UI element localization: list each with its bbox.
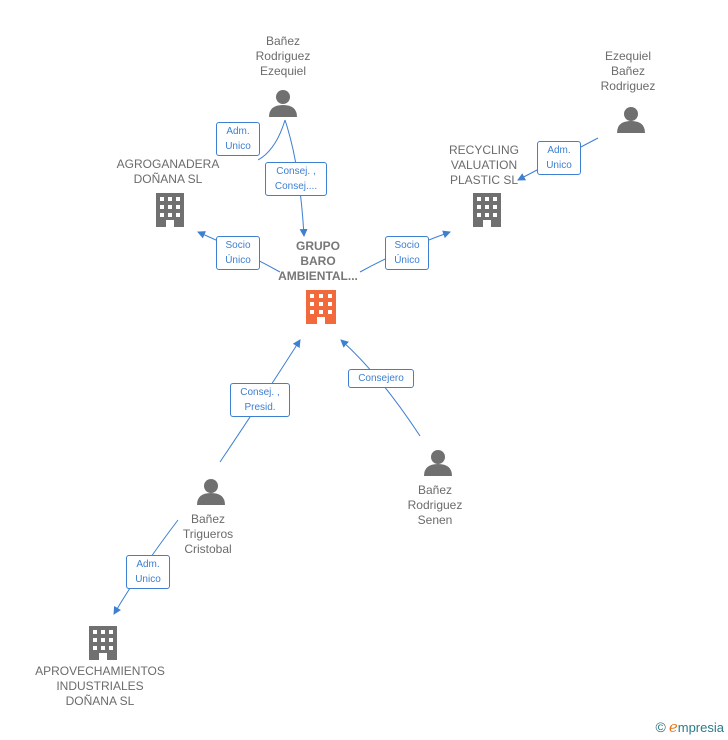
edge-label-adm-unico: Adm. Unico [126,555,170,589]
edge-label-socio-unico: Socio Único [385,236,429,270]
edge-banez-ezequiel-to-agroganadera [257,119,286,161]
person-icon [269,90,297,117]
brand-logo: ©empresia [656,718,724,736]
person-icon [424,450,452,476]
node-agroganadera[interactable]: AGROGANADERA DOÑANA SL [116,157,220,186]
edge-label-consejero: Consejero [348,369,414,388]
brand-name: mpresia [677,720,724,735]
building-icon [473,193,501,227]
node-aprovechamientos[interactable]: APROVECHAMIENTOS INDUSTRIALES DOÑANA SL [35,664,165,708]
building-icon [156,193,184,227]
building-icon-main [306,290,336,324]
person-icon [617,107,645,133]
brand-e: e [668,718,678,736]
edge-label-adm-unico: Adm. Unico [216,122,260,156]
edge-label-consej-presid: Consej. , Presid. [230,383,290,417]
node-ezequiel-banez-rodriguez[interactable]: Ezequiel Bañez Rodriguez [600,49,656,93]
node-banez-trigueros-cristobal[interactable]: Bañez Trigueros Cristobal [182,512,234,556]
node-banez-rodriguez-senen[interactable]: Bañez Rodriguez Senen [407,483,463,527]
building-icon [89,626,117,660]
node-grupo-baro[interactable]: GRUPO BARO AMBIENTAL... [278,239,358,283]
edge-label-socio-unico: Socio Único [216,236,260,270]
person-icon [197,479,225,505]
edge-label-consej: Consej. , Consej.... [265,162,327,196]
edge-senen-to-grupo [340,339,421,437]
copyright-icon: © [655,719,666,735]
node-recycling[interactable]: RECYCLING VALUATION PLASTIC SL [448,143,519,187]
node-banez-rodriguez-ezequiel[interactable]: Bañez Rodriguez Ezequiel [255,34,311,78]
edge-label-adm-unico: Adm. Unico [537,141,581,175]
